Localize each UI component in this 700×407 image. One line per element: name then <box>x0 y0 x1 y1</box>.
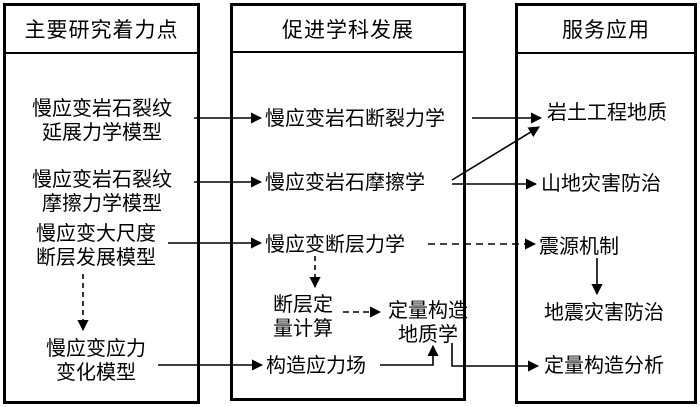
left-item-line: 摩擦力学模型 <box>42 191 162 215</box>
right-item-geotechnical: 岩土工程地质 <box>547 100 667 124</box>
middle-item-stress-field: 构造应力场 <box>266 353 366 377</box>
left-item-fault-development: 慢应变大尺度 断层发展模型 <box>8 221 184 269</box>
right-item-structure-analysis: 定量构造分析 <box>544 353 664 377</box>
left-column-header: 主要研究着力点 <box>6 6 197 54</box>
middle-item-quant-geology: 定量构造 地质学 <box>385 298 471 346</box>
left-item-line: 慢应变应力 <box>46 336 146 360</box>
right-column-header: 服务应用 <box>518 6 694 54</box>
left-item-line: 断层发展模型 <box>36 245 156 269</box>
left-item-line: 慢应变大尺度 <box>36 221 156 245</box>
right-column: 服务应用 <box>515 3 697 404</box>
middle-item-line: 断层定 <box>273 292 333 316</box>
middle-column: 促进学科发展 <box>230 3 466 401</box>
middle-item-fault-mechanics: 慢应变断层力学 <box>265 232 405 256</box>
left-item-crack-propagation: 慢应变岩石裂纹 延展力学模型 <box>14 96 190 144</box>
right-item-earthquake-hazard: 地震灾害防治 <box>544 300 664 324</box>
middle-item-friction: 慢应变岩石摩擦学 <box>265 170 425 194</box>
left-item-line: 延展力学模型 <box>42 120 162 144</box>
middle-column-header: 促进学科发展 <box>233 6 463 53</box>
left-item-line: 变化模型 <box>56 360 136 384</box>
left-item-stress-change: 慢应变应力 变化模型 <box>8 336 184 384</box>
right-item-mountain-hazard: 山地灾害防治 <box>541 171 661 195</box>
left-column: 主要研究着力点 <box>3 3 200 404</box>
left-item-line: 慢应变岩石裂纹 <box>32 96 172 120</box>
middle-item-quant-calc: 断层定 量计算 <box>268 292 338 340</box>
left-item-crack-friction: 慢应变岩石裂纹 摩擦力学模型 <box>14 167 190 215</box>
middle-item-line: 定量构造 <box>388 298 468 322</box>
middle-item-line: 量计算 <box>273 316 333 340</box>
left-item-line: 慢应变岩石裂纹 <box>32 167 172 191</box>
middle-item-fracture-mechanics: 慢应变岩石断裂力学 <box>265 106 445 130</box>
right-item-source-mechanism: 震源机制 <box>539 234 619 258</box>
middle-item-line: 地质学 <box>398 322 458 346</box>
